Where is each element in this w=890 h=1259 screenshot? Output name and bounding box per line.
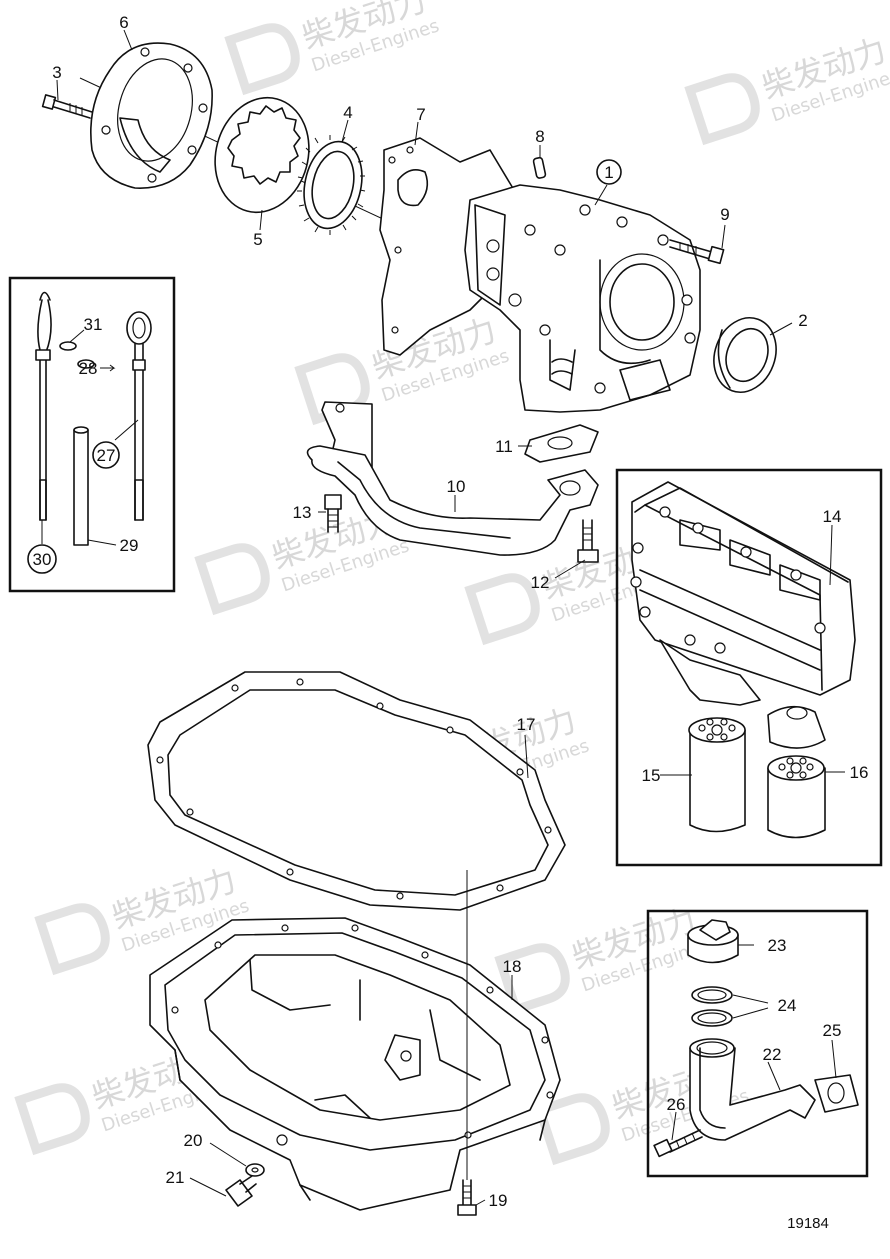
callout-13: 13 (293, 503, 312, 522)
callout-4: 4 (343, 103, 352, 122)
watermark-logo-icon (684, 73, 760, 146)
callout-14: 14 (823, 507, 842, 526)
bolt (577, 519, 599, 563)
callout-15: 15 (642, 766, 661, 785)
callout-11: 11 (495, 437, 513, 456)
pipe-gasket (524, 424, 599, 463)
callout-26: 26 (667, 1095, 686, 1114)
oil-pan (149, 917, 561, 1211)
bolt (324, 494, 342, 533)
callout-31: 31 (84, 315, 103, 334)
callout-2: 2 (798, 311, 807, 330)
watermark-logo-icon (494, 943, 570, 1016)
callout-12: 12 (531, 573, 550, 592)
callout-3: 3 (52, 63, 61, 82)
callout-20: 20 (184, 1131, 203, 1150)
callout-7: 7 (416, 105, 425, 124)
callout-1-circle (596, 159, 622, 185)
dowel-pin (532, 156, 547, 179)
callout-30: 30 (33, 550, 52, 569)
bolt (669, 239, 725, 265)
callout-21: 21 (166, 1168, 185, 1187)
oil-filter-group (615, 468, 883, 867)
callout-9: 9 (720, 205, 729, 224)
watermark-logo-icon (194, 543, 270, 616)
oil-filler-group (646, 909, 869, 1178)
callout-22: 22 (763, 1045, 782, 1064)
suction-pipe (306, 401, 599, 556)
callout-8: 8 (535, 127, 544, 146)
callout-19: 19 (489, 1191, 508, 1210)
watermark: 柴发动力 Diesel-Engines (494, 901, 712, 1016)
drawing-number: 19184 (787, 1215, 829, 1232)
callout-10: 10 (447, 477, 466, 496)
callout-29: 29 (120, 536, 139, 555)
watermark: 柴发动力 Diesel-Engines (684, 31, 890, 146)
callout-27: 27 (97, 446, 116, 465)
bolt (457, 1179, 477, 1216)
watermark-logo-icon (464, 573, 540, 646)
oil-pan-gasket (147, 671, 566, 911)
callout-28: 28 (79, 359, 98, 378)
callout-17: 17 (517, 715, 536, 734)
callout-25: 25 (823, 1021, 842, 1040)
callout-16: 16 (850, 763, 869, 782)
drain-plug (225, 1175, 257, 1207)
watermark-logo-icon (534, 1093, 610, 1166)
front-cover-plate (90, 42, 213, 189)
pump-gasket (379, 137, 521, 356)
watermark: 柴发动力 Diesel-Engines (224, 0, 442, 96)
washer-hole (251, 1167, 259, 1173)
watermark-logo-icon (14, 1083, 90, 1156)
oil-pump-housing (464, 184, 701, 413)
callout-6: 6 (119, 13, 128, 32)
seal-ring (713, 317, 777, 393)
callout-labels: 6 3 4 5 7 8 1 9 2 10 11 12 13 14 15 16 1… (27, 13, 869, 1210)
callout-5: 5 (253, 230, 262, 249)
watermark-logo-icon (224, 23, 300, 96)
callout-30-circle (27, 544, 57, 574)
gear-disc (214, 96, 310, 214)
leader-lines (41, 29, 845, 1206)
bolt (41, 94, 93, 119)
gear-ring (297, 135, 366, 235)
callout-24: 24 (778, 996, 797, 1015)
callout-18: 18 (503, 957, 522, 976)
callout-1: 1 (604, 163, 613, 182)
callout-27-circle (92, 441, 120, 469)
watermark-logo-icon (34, 903, 110, 976)
dipstick-group (8, 276, 176, 593)
callout-23: 23 (768, 936, 787, 955)
